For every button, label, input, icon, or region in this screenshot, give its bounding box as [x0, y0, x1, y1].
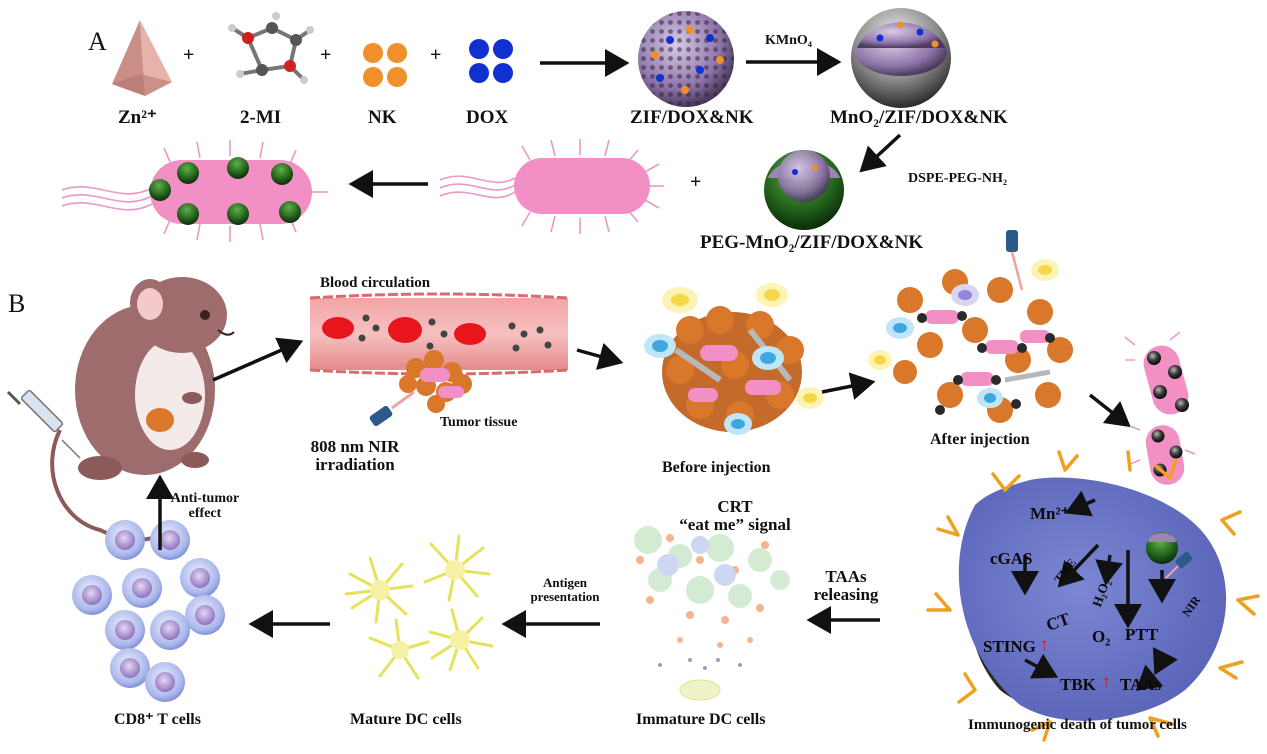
plus-3: + — [430, 44, 442, 66]
tumor-cell-icon — [926, 450, 1260, 742]
kmno4-label: KMnO₄ — [765, 33, 812, 48]
anti-tumor-label: Anti-tumor effect — [160, 491, 250, 521]
right-bacteria-icon — [1124, 331, 1196, 485]
o2-label: O₂ — [1092, 627, 1111, 646]
before-injection-label: Before injection — [662, 459, 771, 476]
crt-label: CRT “eat me” signal — [650, 498, 820, 534]
immature-dc-icon — [634, 526, 790, 701]
taas-label: TAAs — [1120, 675, 1162, 694]
nk-label: NK — [368, 107, 397, 128]
immature-dc-label: Immature DC cells — [636, 711, 766, 728]
nk-particles-icon — [363, 43, 407, 87]
arrow-dspe — [859, 133, 902, 173]
nir-label-line2: irradiation — [315, 454, 395, 474]
tumor-tissue-label: Tumor tissue — [440, 415, 518, 430]
icd-label: Immunogenic death of tumor cells — [968, 717, 1187, 733]
zn-label: Zn²⁺ — [118, 107, 157, 128]
panel-b-letter: B — [8, 289, 26, 318]
cd8-label: CD8⁺ T cells — [114, 711, 201, 728]
dox-particles-icon — [469, 39, 513, 83]
syringe-icon — [6, 389, 81, 459]
sting-label: STING — [983, 637, 1036, 656]
blood-circulation-label: Blood circulation — [320, 275, 431, 291]
taas-releasing-line1: TAAs — [825, 567, 867, 586]
dspe-label: DSPE-PEG-NH₂ — [908, 171, 1008, 186]
dox-label: DOX — [466, 107, 509, 128]
plus-2: + — [320, 44, 332, 66]
2-mi-label: 2-MI — [240, 107, 282, 128]
antigen-label: Antigen presentation — [520, 576, 610, 603]
crt-line2: “eat me” signal — [679, 514, 791, 534]
cd8-t-cells-icon — [72, 520, 225, 702]
plus-4: + — [690, 171, 702, 193]
antigen-line2: presentation — [530, 588, 600, 604]
mature-dc-label: Mature DC cells — [350, 711, 462, 728]
anti-tumor-line1: Anti-tumor — [170, 491, 240, 506]
cgas-label: cGAS — [990, 549, 1033, 568]
peg-sphere-icon — [764, 150, 844, 230]
before-injection-tumor-icon — [644, 283, 824, 435]
after-injection-tumor-icon — [868, 230, 1073, 423]
arrow-after-to-bacteria — [1088, 393, 1131, 428]
taas-releasing-line2: releasing — [813, 584, 879, 604]
plus-1: + — [183, 44, 195, 66]
ptt-label: PTT — [1125, 625, 1159, 644]
up-arrow-1: ↑ — [1040, 635, 1049, 654]
peg-label: PEG-MnO₂/ZIF/DOX&NK — [700, 232, 924, 253]
up-arrow-2: ↑ — [1102, 672, 1111, 691]
crt-line1: CRT — [717, 497, 753, 516]
zif-label: ZIF/DOX&NK — [630, 107, 754, 128]
mno2-sphere-icon — [851, 8, 951, 108]
taas-releasing-label: TAAs releasing — [808, 568, 884, 604]
bacterium-icon — [439, 139, 664, 234]
nir-label-line1: 808 nm NIR — [310, 437, 400, 456]
panel-a-letter: A — [88, 27, 107, 56]
loaded-bacterium-icon — [61, 140, 328, 242]
zn-pyramid-icon — [112, 20, 172, 96]
arrow-mouse-to-vessel — [212, 337, 304, 382]
anti-tumor-line2: effect — [188, 505, 222, 521]
after-injection-label: After injection — [930, 431, 1030, 448]
nir-label: 808 nm NIR irradiation — [300, 438, 410, 474]
zif-sphere-icon — [638, 11, 734, 107]
2-mi-molecule-icon — [228, 12, 314, 84]
antigen-line1: Antigen — [542, 575, 588, 590]
arrow-before-to-after — [821, 372, 876, 400]
tbk-label: TBK — [1060, 675, 1096, 694]
arrow-vessel-to-before — [576, 342, 624, 370]
mno2-label: MnO₂/ZIF/DOX&NK — [830, 107, 1008, 128]
mn-label: Mn²⁺ — [1030, 504, 1070, 523]
blood-vessel-icon — [309, 292, 569, 427]
mature-dc-icon — [344, 534, 494, 680]
mouse-icon — [50, 277, 235, 542]
